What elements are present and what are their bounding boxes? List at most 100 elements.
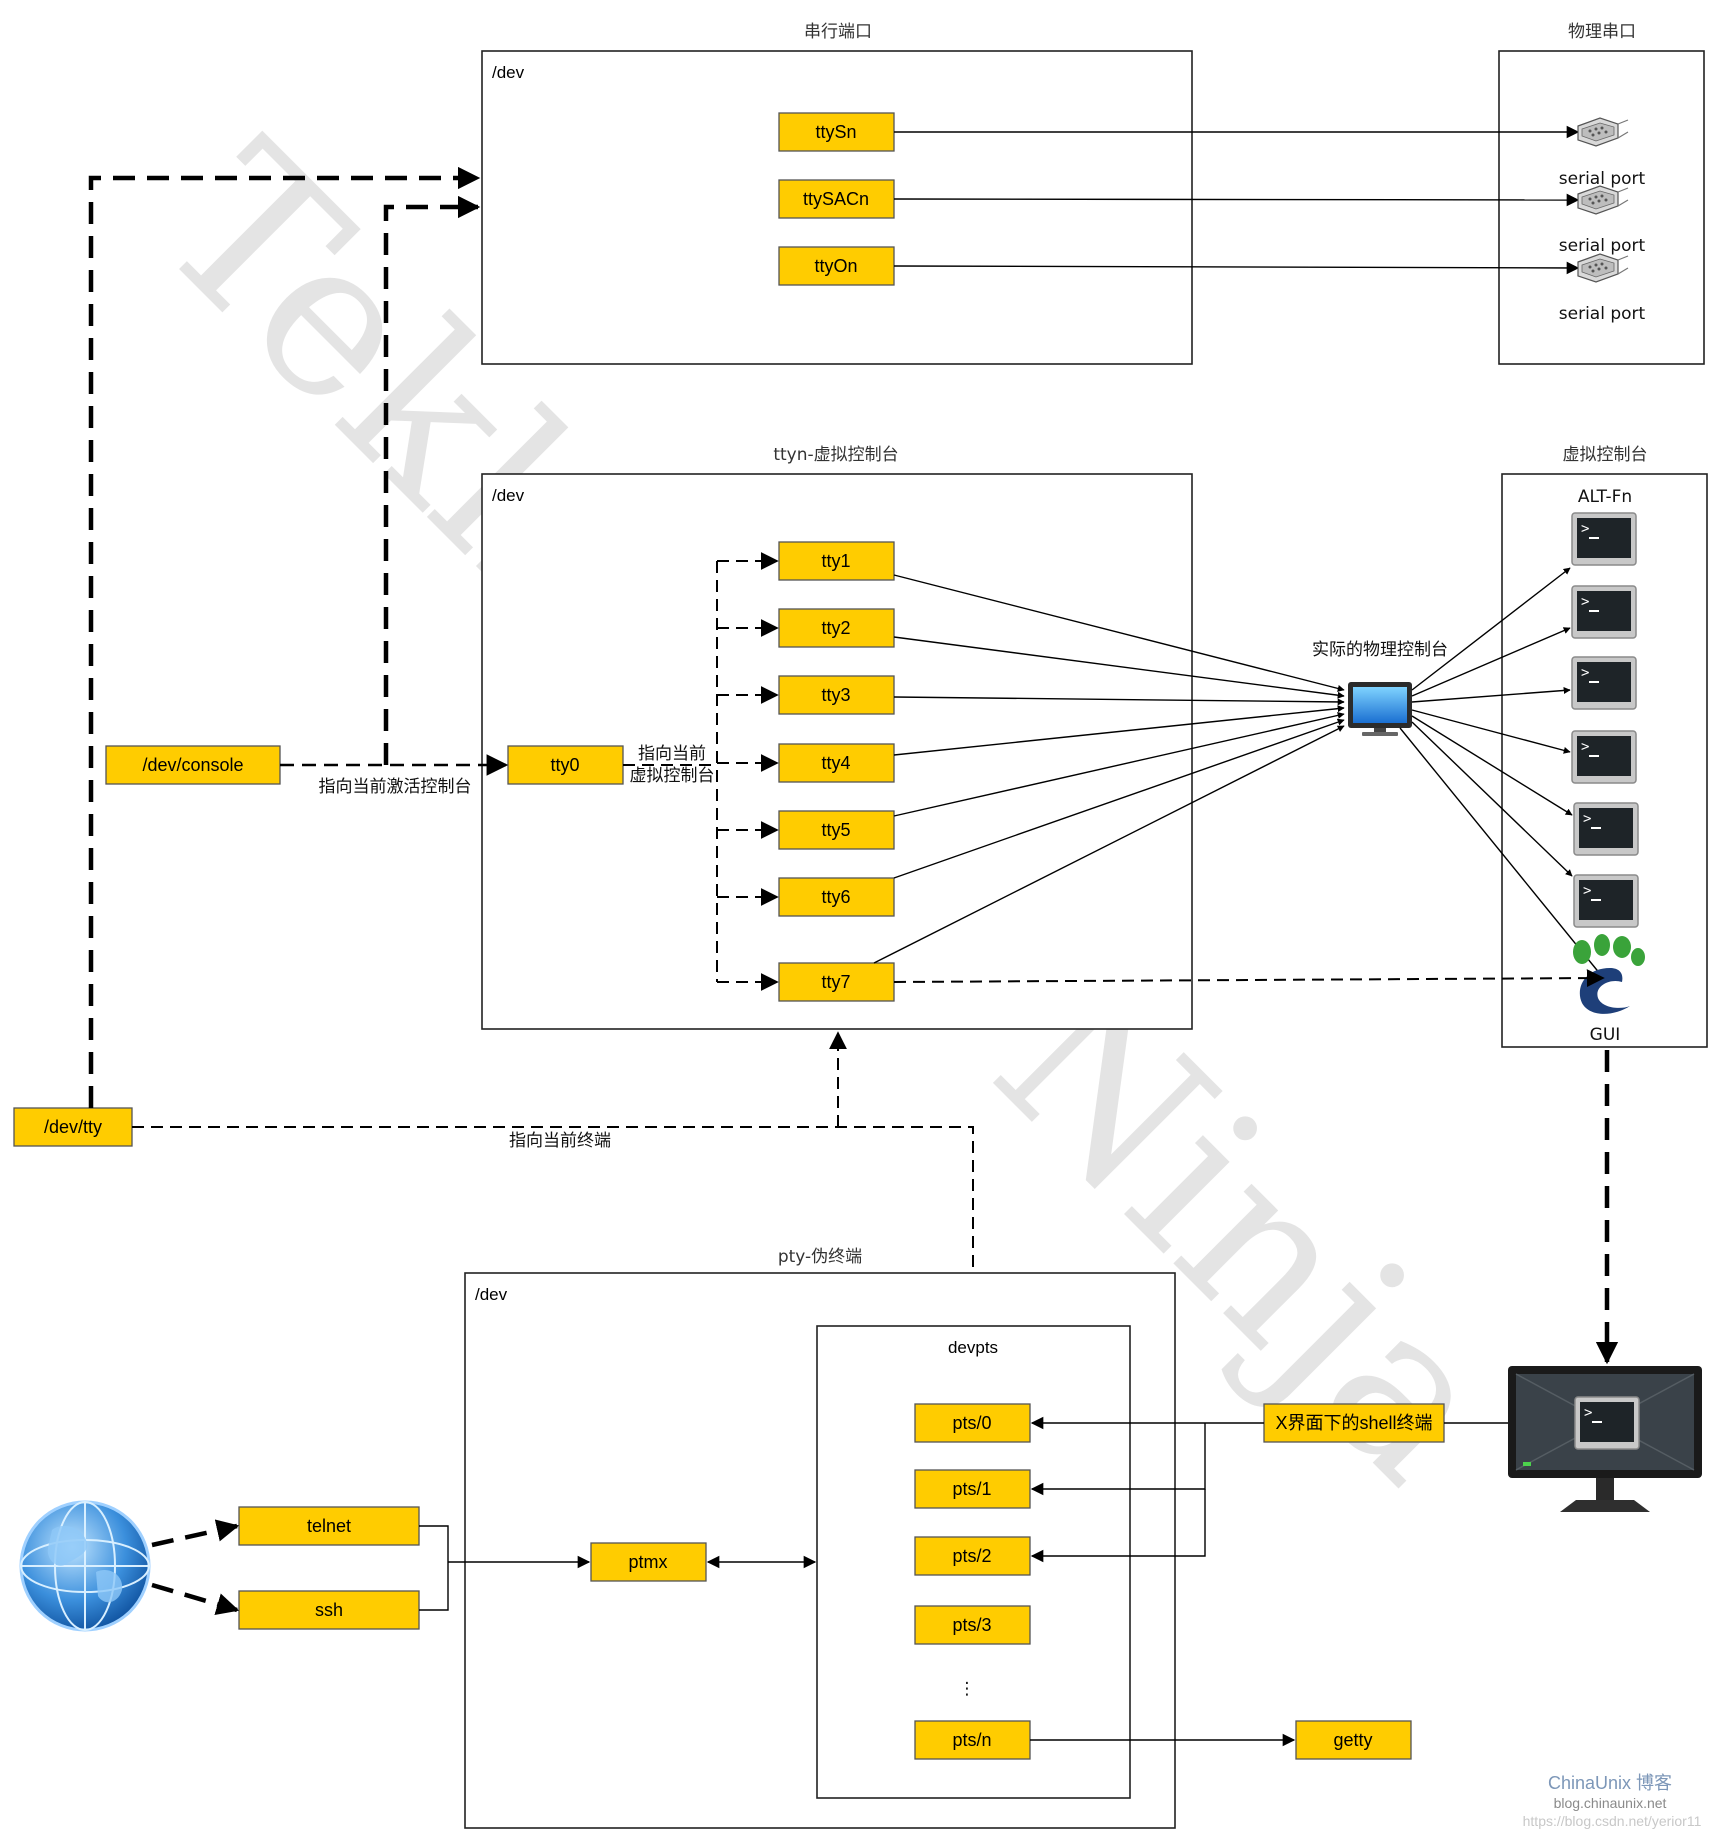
edge-devtty-devpts (132, 1126, 982, 1324)
terminal-icon-5 (1573, 802, 1639, 856)
virtual-console-title: 虚拟控制台 (1563, 445, 1648, 465)
edge-console-serial (383, 195, 481, 765)
edge-tty6-monitor (893, 718, 1345, 879)
edge-tty7-monitor (873, 725, 1345, 964)
node-tty5[interactable]: tty5 (778, 810, 895, 850)
tty0-label-line1: 指向当前 (638, 744, 706, 764)
svg-text:ttySn: ttySn (815, 122, 856, 142)
physical-console-label: 实际的物理控制台 (1312, 640, 1448, 660)
node-ssh[interactable]: ssh (238, 1590, 420, 1630)
svg-text:ptmx: ptmx (628, 1552, 667, 1572)
node-pts2[interactable]: pts/2 (914, 1536, 1031, 1576)
node-tty3[interactable]: tty3 (778, 675, 895, 715)
serial-port-label-2: serial port (1559, 236, 1646, 256)
svg-text:/dev/console: /dev/console (142, 755, 243, 775)
edge-monitor-term4 (1411, 709, 1571, 754)
svg-text:pts/3: pts/3 (952, 1615, 991, 1635)
node-tty0[interactable]: tty0 (507, 745, 624, 785)
serial-dev-label: /dev (492, 63, 525, 82)
node-tty6[interactable]: tty6 (778, 877, 895, 917)
serial-port-label-3: serial port (1559, 304, 1646, 324)
edge-devtty-serial (88, 166, 481, 1108)
svg-text:tty0: tty0 (550, 755, 579, 775)
svg-text:ssh: ssh (315, 1600, 343, 1620)
pty-dev-label: /dev (475, 1285, 508, 1304)
edge-telnet-ssh-bracket (419, 1525, 449, 1611)
globe-network-icon (19, 1500, 151, 1632)
svg-text:tty7: tty7 (821, 972, 850, 992)
pts-ellipsis: ⋮ (959, 1679, 976, 1699)
x-terminal-icon (1574, 1396, 1640, 1450)
node-dev-tty[interactable]: /dev/tty (13, 1107, 133, 1147)
csdn-url: https://blog.csdn.net/yerior11 (1523, 1813, 1702, 1829)
edge-tty7-gui (893, 969, 1605, 988)
chinaunix-url: blog.chinaunix.net (1554, 1795, 1667, 1811)
serial-port-label-1: serial port (1559, 169, 1646, 189)
terminal-icon-4 (1571, 730, 1637, 784)
node-ttySACn[interactable]: ttySACn (778, 179, 895, 219)
node-dev-console[interactable]: /dev/console (105, 745, 281, 785)
node-telnet[interactable]: telnet (238, 1506, 420, 1546)
chinaunix-credit: ChinaUnix 博客 (1548, 1773, 1672, 1793)
tty0-label-line2: 虚拟控制台 (630, 766, 715, 786)
edge-ttyOn-serial (893, 261, 1580, 275)
edge-globe-ssh (151, 1582, 240, 1616)
serial-group-title: 串行端口 (804, 22, 872, 42)
edge-tty3-monitor (893, 696, 1345, 706)
svg-text:tty2: tty2 (821, 618, 850, 638)
terminal-icon-2 (1571, 585, 1637, 639)
svg-text:tty5: tty5 (821, 820, 850, 840)
node-ptmx[interactable]: ptmx (590, 1542, 707, 1582)
node-x-shell[interactable]: X界面下的shell终端 (1263, 1403, 1445, 1443)
devtty-edge-label: 指向当前终端 (509, 1131, 611, 1151)
node-ttySn[interactable]: ttySn (778, 112, 895, 152)
edge-monitor-term3 (1411, 686, 1571, 703)
node-tty7[interactable]: tty7 (778, 962, 895, 1002)
terminal-icon-3 (1571, 656, 1637, 710)
svg-text:ttySACn: ttySACn (803, 189, 869, 209)
edge-tty2-monitor (893, 636, 1345, 699)
svg-text:tty6: tty6 (821, 887, 850, 907)
edge-monitor-term5 (1411, 715, 1573, 816)
svg-text:getty: getty (1333, 1730, 1372, 1750)
node-tty4[interactable]: tty4 (778, 743, 895, 783)
node-pts0[interactable]: pts/0 (914, 1403, 1031, 1443)
console-edge-label: 指向当前激活控制台 (319, 777, 472, 797)
node-ttyOn[interactable]: ttyOn (778, 246, 895, 286)
node-pts1[interactable]: pts/1 (914, 1469, 1031, 1509)
svg-text:pts/1: pts/1 (952, 1479, 991, 1499)
svg-text:tty4: tty4 (821, 753, 850, 773)
svg-text:telnet: telnet (307, 1516, 351, 1536)
ttyn-group-title: ttyn-虚拟控制台 (773, 445, 898, 465)
edge-tty5-monitor (893, 711, 1345, 817)
edge-tty4-monitor (893, 705, 1345, 756)
svg-text:tty1: tty1 (821, 551, 850, 571)
edge-globe-telnet (151, 1519, 240, 1548)
edge-xshell-pts2 (1030, 1489, 1206, 1563)
ttyn-dev-label: /dev (492, 486, 525, 505)
edge-monitor-term2 (1411, 627, 1571, 697)
alt-fn-label: ALT-Fn (1578, 487, 1632, 507)
edge-monitor-gui (1399, 727, 1606, 981)
pty-group-title: pty-伪终端 (778, 1247, 862, 1267)
node-tty2[interactable]: tty2 (778, 608, 895, 648)
edge-tty1-monitor (893, 574, 1345, 692)
svg-text:X界面下的shell终端: X界面下的shell终端 (1275, 1413, 1432, 1433)
edge-monitor-term1 (1411, 567, 1571, 691)
edge-ttySACn-serial (893, 193, 1580, 207)
node-ptsn[interactable]: pts/n (914, 1720, 1031, 1760)
svg-text:/dev/tty: /dev/tty (44, 1117, 102, 1137)
physical-serial-title: 物理串口 (1568, 22, 1636, 42)
svg-text:pts/0: pts/0 (952, 1413, 991, 1433)
svg-text:pts/n: pts/n (952, 1730, 991, 1750)
svg-text:ttyOn: ttyOn (814, 256, 857, 276)
edge-monitor-term6 (1411, 721, 1573, 877)
node-pts3[interactable]: pts/3 (914, 1605, 1031, 1645)
gui-label: GUI (1590, 1025, 1621, 1045)
node-tty1[interactable]: tty1 (778, 541, 895, 581)
node-getty[interactable]: getty (1295, 1720, 1412, 1760)
svg-text:tty3: tty3 (821, 685, 850, 705)
devpts-title: devpts (948, 1338, 998, 1357)
terminal-icon-6 (1573, 874, 1639, 928)
